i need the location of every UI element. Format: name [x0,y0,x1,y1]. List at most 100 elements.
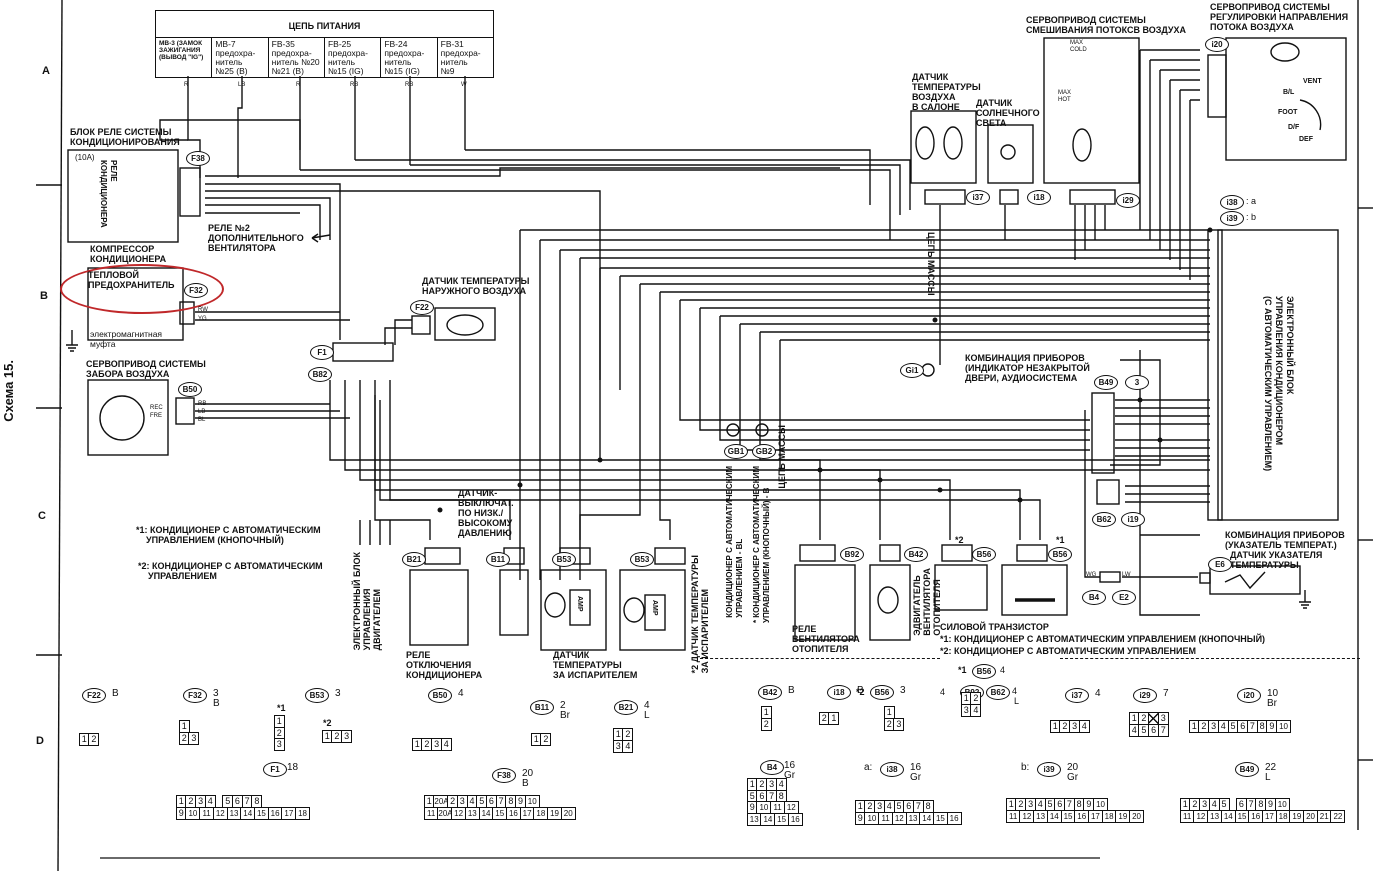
legend-pin-count: 20 [1067,762,1079,773]
connector-b82[interactable]: B82 [308,367,332,382]
connector-b56-star1[interactable]: B56 [1048,547,1072,562]
outside-temp-sensor-title: ДАТЧИК ТЕМПЕРАТУРЫ НАРУЖНОГО ВОЗДУХА [422,276,530,296]
connector-b4[interactable]: B4 [1082,590,1106,605]
legend-color: L [1265,772,1271,783]
legend-tag: *2 [856,687,865,697]
connector-f32[interactable]: F32 [184,283,208,298]
connector-b49[interactable]: B49 [1094,375,1118,390]
connector-pin: 20 [1129,809,1145,823]
legend-color: B [522,778,529,789]
connector-b53-alt[interactable]: B53 [630,552,654,567]
connector-e6[interactable]: E6 [1208,557,1232,572]
connector-b11[interactable]: B11 [486,552,510,567]
legend-pin-count: 16 [910,762,922,773]
legend-connector-f22[interactable]: F22 [82,688,106,703]
connector-i38[interactable]: i38 [1220,195,1244,210]
connector-b21[interactable]: B21 [402,552,426,567]
connector-f1[interactable]: F1 [310,345,334,360]
connector-i39[interactable]: i39 [1220,211,1244,226]
connector-gi1[interactable]: Gi1 [900,363,924,378]
connector-b62[interactable]: B62 [1092,512,1116,527]
legend-connector-i39[interactable]: i39 [1037,762,1061,777]
connector-i29[interactable]: i29 [1116,193,1140,208]
legend-pin-count: 4 [940,687,946,697]
legend-pin-count: 4 [458,688,464,699]
connector-b50[interactable]: B50 [178,382,202,397]
legend-connector-b11[interactable]: B11 [530,700,554,715]
legend-prefix: b: [1021,762,1030,773]
connector-gb2[interactable]: GB2 [752,444,776,459]
legend-connector-f38[interactable]: F38 [492,768,516,783]
wire-color: WG [1086,572,1097,578]
legend-connector-b53[interactable]: B53 [305,688,329,703]
row-label-a: A [42,65,50,77]
legend-color: Gr [1067,772,1079,783]
legend-pin-count: 3 [335,688,341,699]
rec-label: REC [150,405,163,411]
row-label-b: B [40,290,48,302]
legend-pin-count: 16 [784,760,796,771]
legend-connector-i38[interactable]: i38 [880,762,904,777]
legend-connector-i29[interactable]: i29 [1133,688,1157,703]
connector-b42[interactable]: B42 [904,547,928,562]
legend-connector-b62[interactable]: B62 [986,685,1010,700]
sun-sensor-title: ДАТЧИК СОЛНЕЧНОГО СВЕТА [976,98,1040,128]
pressure-switch-title: ДАТЧИК- ВЫКЛЮЧАТ. ПО НИЗК./ ВЫСОКОМУ ДАВ… [458,488,514,538]
connector-i18[interactable]: i18 [1027,190,1051,205]
wire-color: BL [198,417,206,423]
connector-i19[interactable]: i19 [1121,512,1145,527]
i38-tag: : a [1246,196,1257,206]
connector-b92[interactable]: B92 [840,547,864,562]
legend-connector-b56[interactable]: B56 [972,664,996,679]
connector-b56-star2[interactable]: B56 [972,547,996,562]
tag-star1: *1 [1056,535,1065,545]
legend-connector-b50[interactable]: B50 [428,688,452,703]
highlight-ring [60,264,224,314]
connector-b53[interactable]: B53 [552,552,576,567]
legend-connector-i20[interactable]: i20 [1237,688,1261,703]
legend-color: L [644,710,650,721]
connector-pin: 3 [893,717,905,731]
connector-pin: 4 [970,703,982,717]
intake-servo-title: СЕРВОПРИВОД СИСТЕМЫ ЗАБОРА ВОЗДУХА [86,359,206,379]
power-cell-fb35: FB-35 предохра- нитель №20 №21 (В) [269,38,325,77]
ac-relay-label: РЕЛЕ КОНДИЦИОНЕРА [99,160,118,228]
ac-cutoff-relay-title: РЕЛЕ ОТКЛЮЧЕНИЯ КОНДИЦИОНЕРА [406,650,483,680]
connector-3[interactable]: 3 [1125,375,1149,390]
connector-i20[interactable]: i20 [1205,37,1229,52]
legend-pin-count: 20 [522,768,534,779]
connector-i37[interactable]: i37 [966,190,990,205]
legend-connector-b42[interactable]: B42 [758,685,782,700]
legend-connector-b21[interactable]: B21 [614,700,638,715]
legend-connector-b4[interactable]: B4 [760,760,784,775]
legend-connector-b56[interactable]: B56 [870,685,894,700]
mode-bl: B/L [1283,89,1295,96]
connector-pin: 15 [1234,809,1250,823]
wire-color: RB [350,82,359,88]
legend-connector-i37[interactable]: i37 [1065,688,1089,703]
connector-pin: 3 [341,730,353,743]
legend-connector-i18[interactable]: i18 [827,685,851,700]
legend-connector-f32[interactable]: F32 [183,688,207,703]
connector-e2[interactable]: E2 [1112,590,1136,605]
connector-pin: 7 [1157,723,1169,737]
blower-motor-title: ЭДВИГАТЕЛЬ ВЕНТИЛЯТОРА ОТОПИТЕЛЯ [912,568,942,636]
connector-f22[interactable]: F22 [410,300,434,315]
connector-f38[interactable]: F38 [186,151,210,166]
connector-pin: 2 [760,717,772,731]
connector-gb1[interactable]: GB1 [724,444,748,459]
legend-connector-f1[interactable]: F1 [263,762,287,777]
legend-connector-b49[interactable]: B49 [1235,762,1259,777]
